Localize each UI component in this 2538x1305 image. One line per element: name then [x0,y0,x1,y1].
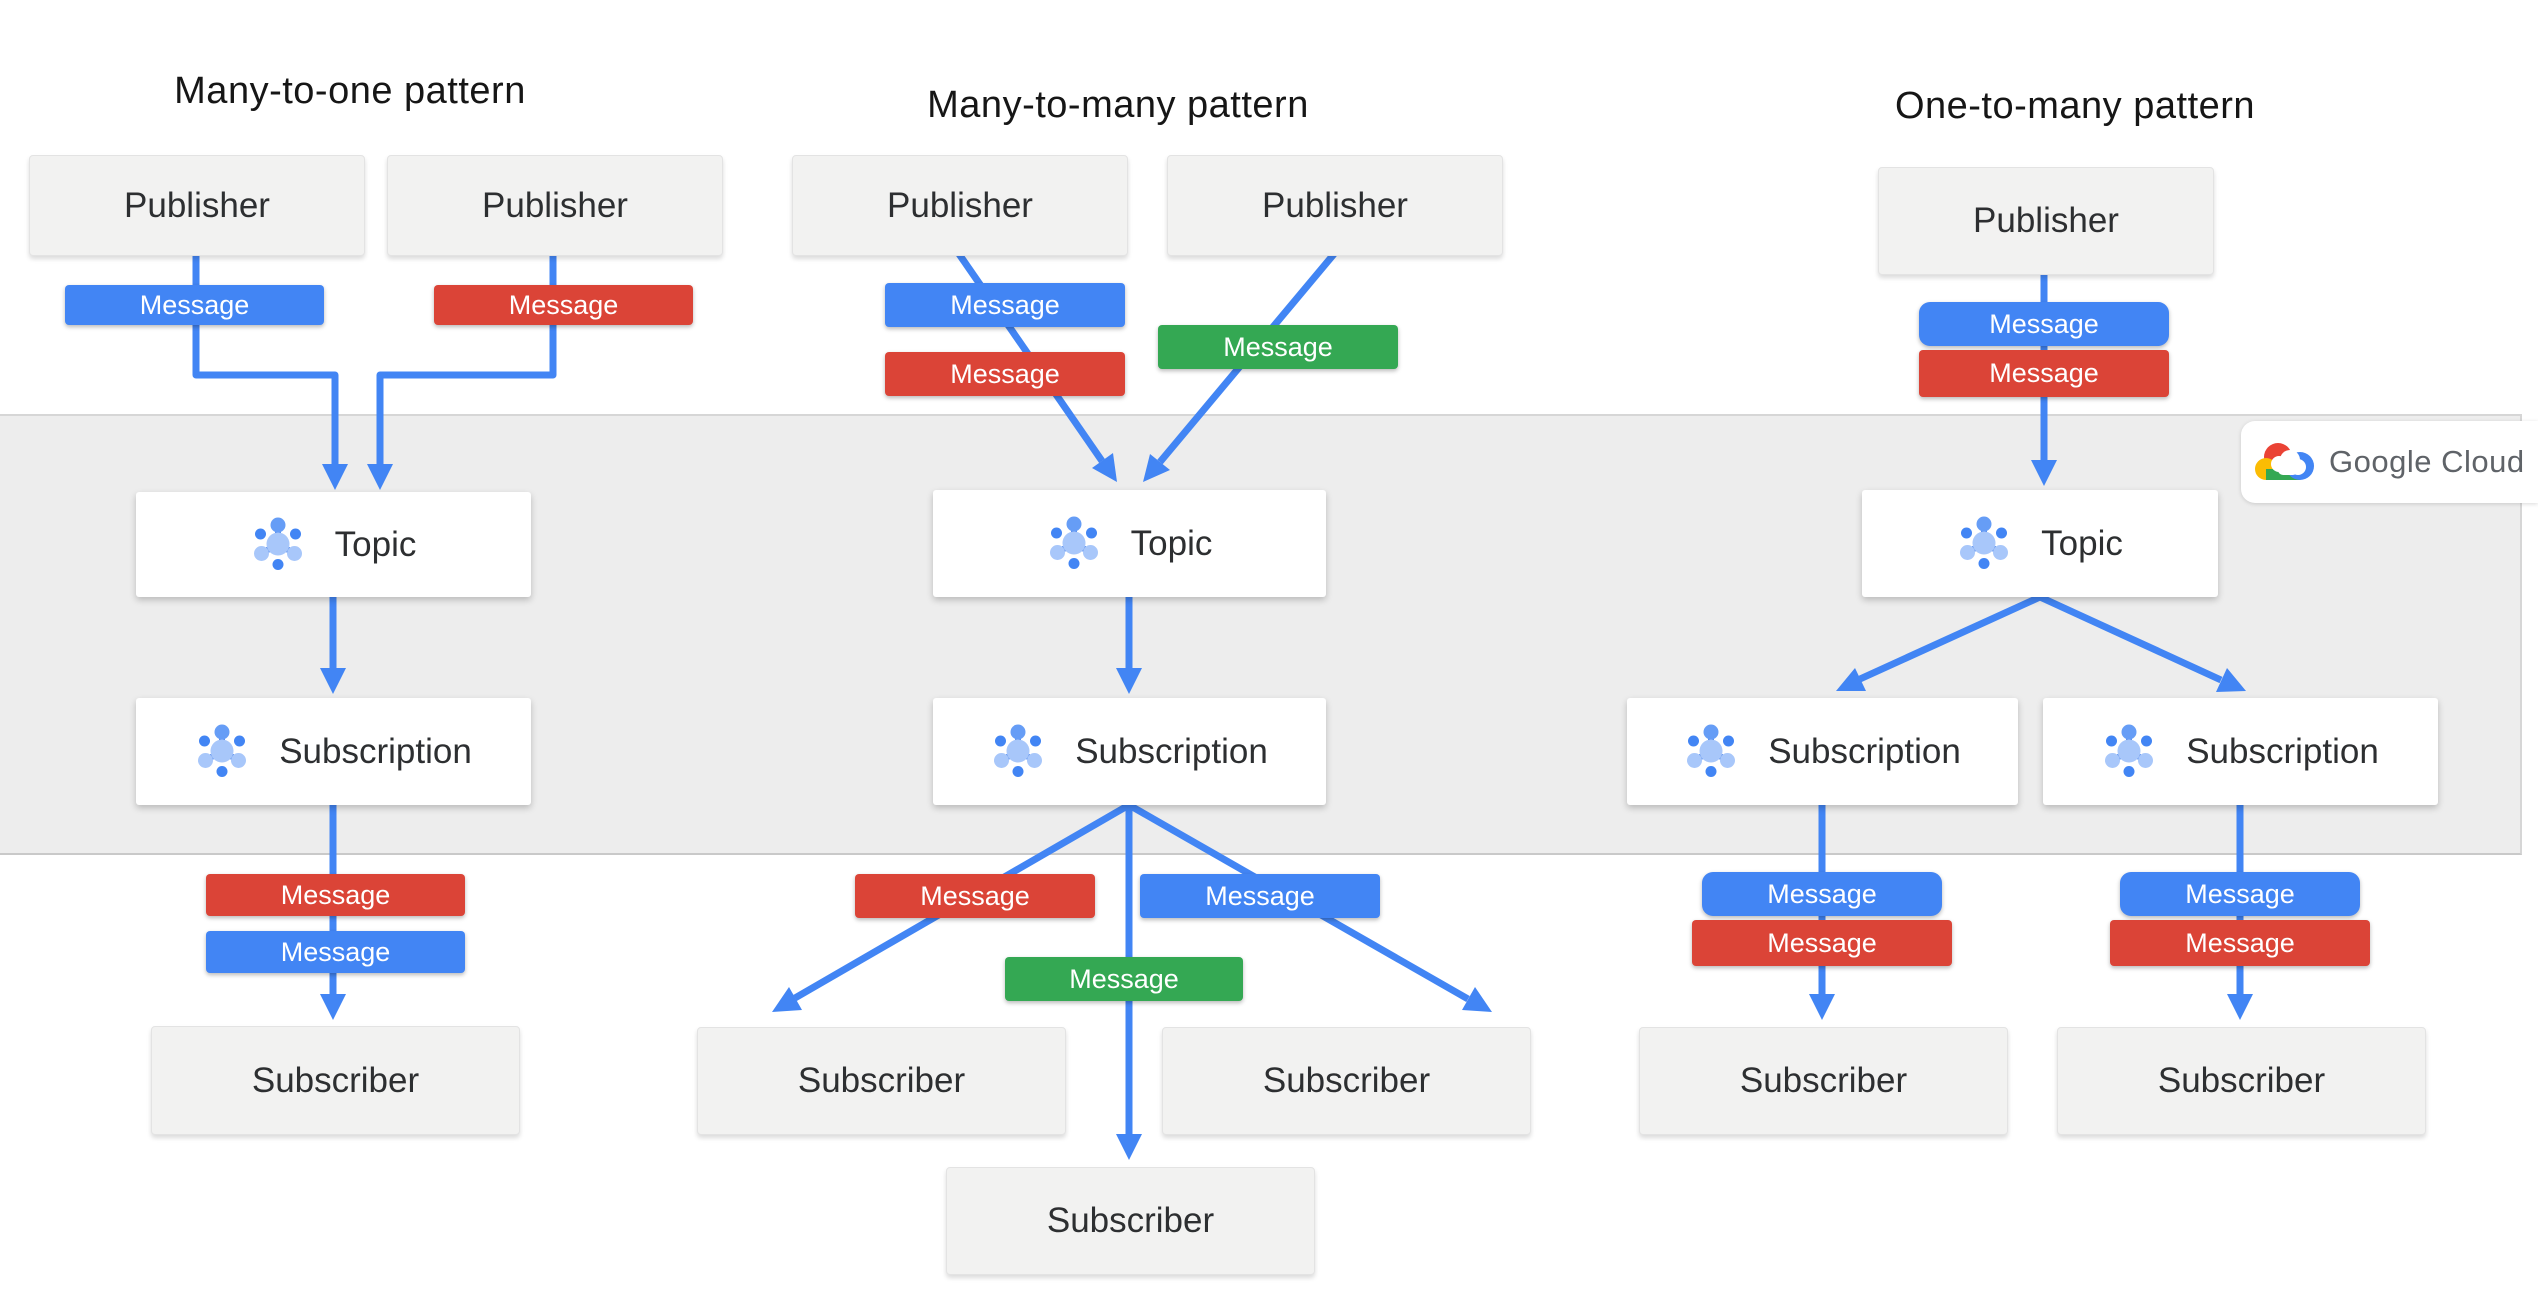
subscriber-box: Subscriber [151,1026,520,1135]
message-badge-red: Message [855,874,1095,918]
message-badge-red: Message [2110,920,2370,966]
subscription-box: Subscription [136,698,531,805]
message-badge-blue: Message [1919,302,2169,346]
message-badge-blue: Message [2120,872,2360,916]
subscription-box: Subscription [2043,698,2438,805]
message-badge-blue: Message [206,931,465,973]
message-badge-red: Message [1919,350,2169,397]
message-badge-red: Message [1692,920,1952,966]
pubsub-topic-icon [1047,516,1101,572]
message-badge-blue: Message [65,285,324,325]
topic-box: Topic [1862,490,2218,597]
subscription-box: Subscription [1627,698,2018,805]
publisher-box: Publisher [387,155,723,256]
message-badge-green: Message [1158,325,1398,369]
message-badge-red: Message [885,352,1125,396]
pubsub-subscription-icon [195,724,249,780]
subscription-box: Subscription [933,698,1326,805]
message-badge-blue: Message [885,283,1125,327]
pubsub-subscription-icon [2102,724,2156,780]
publisher-box: Publisher [1167,155,1503,256]
message-badge-red: Message [434,285,693,325]
publisher-box: Publisher [29,155,365,256]
pubsub-topic-icon [1957,516,2011,572]
pattern-title: Many-to-one pattern [174,70,526,112]
pattern-title: Many-to-many pattern [927,84,1309,126]
arrowhead [1462,987,1492,1012]
arrowhead [772,987,802,1012]
subscriber-box: Subscriber [946,1167,1315,1275]
google-cloud-logo-text: Google Cloud [2329,444,2525,479]
google-cloud-logo: Google Cloud [2241,421,2538,503]
publisher-box: Publisher [1878,167,2214,275]
pubsub-subscription-icon [1684,724,1738,780]
subscriber-box: Subscriber [697,1027,1066,1135]
arrowhead [1116,1134,1142,1160]
pattern-title: One-to-many pattern [1894,85,2256,127]
subscriber-box: Subscriber [1639,1027,2008,1135]
pubsub-subscription-icon [991,724,1045,780]
topic-box: Topic [136,492,531,597]
publisher-box: Publisher [792,155,1128,256]
message-badge-blue: Message [1140,874,1380,918]
subscriber-box: Subscriber [2057,1027,2426,1135]
pubsub-topic-icon [251,517,305,573]
subscriber-box: Subscriber [1162,1027,1531,1135]
message-badge-blue: Message [1702,872,1942,916]
arrowhead [320,994,346,1020]
message-badge-green: Message [1005,957,1243,1001]
arrowhead [2227,994,2253,1020]
topic-box: Topic [933,490,1326,597]
message-badge-red: Message [206,874,465,916]
arrowhead [1809,994,1835,1020]
google-cloud-logo-icon [2253,440,2317,484]
